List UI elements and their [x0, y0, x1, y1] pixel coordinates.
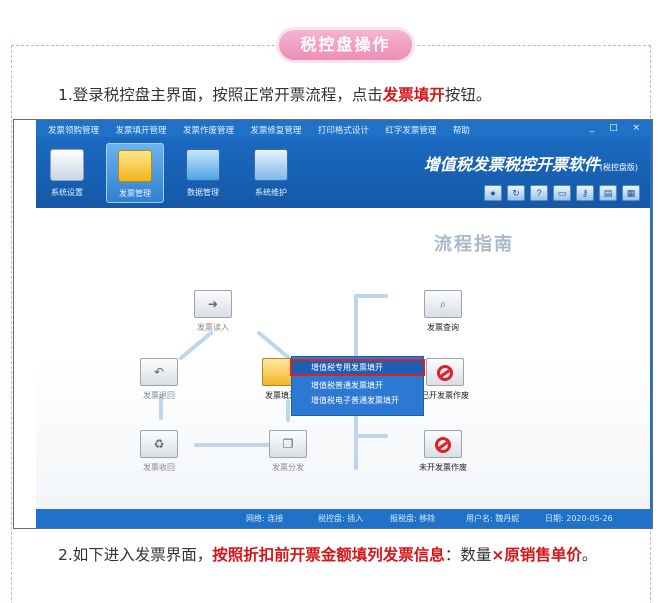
- menu-item-print-format[interactable]: 打印格式设计: [317, 126, 369, 136]
- app-title-text: 增值税发票税控开票软件: [423, 155, 600, 174]
- calc-icon[interactable]: ▦: [622, 185, 640, 201]
- section-title: 税控盘操作: [279, 30, 412, 60]
- toolbar-label: 系统设置: [51, 188, 83, 197]
- invoice-return-icon: ↶: [140, 358, 178, 386]
- void-icon: [426, 358, 464, 386]
- settings-icon: [50, 149, 84, 181]
- node-invoice-query[interactable]: ⌕ 发票查询: [424, 290, 462, 333]
- quick-icons: ● ↻? ▭ ⚷ ▤ ▦: [479, 183, 640, 201]
- node-label: 发票分发: [272, 463, 304, 472]
- refresh-icon[interactable]: ↻: [507, 185, 525, 201]
- step-2-times: ×: [491, 546, 505, 564]
- menu-normal-invoice-fill[interactable]: 增值税普通发票填开: [311, 381, 383, 390]
- invoice-read-icon: ➜: [194, 290, 232, 318]
- search-icon: ⌕: [424, 290, 462, 318]
- node-unissued-void[interactable]: 未开发票作废: [419, 430, 467, 473]
- maintenance-icon: [254, 149, 288, 181]
- user-icon[interactable]: ●: [484, 185, 502, 201]
- step-1-prefix: 1.登录税控盘主界面，按照正常开票流程，点击: [58, 86, 383, 104]
- main-toolbar: 系统设置 发票管理 数据管理 系统维护 增值税发票税控开票软件(税控盘版) ● ↻…: [36, 137, 652, 208]
- void-icon: [424, 430, 462, 458]
- menu-electronic-invoice-fill[interactable]: 增值税电子普通发票填开: [311, 396, 399, 405]
- step-2-highlight-1: 按照折扣前开票金额填列发票信息: [212, 546, 445, 564]
- flow-guide-area: 流程指南 ➜ 发票读入 ↶ 发票退回 ♻ 发票收回: [36, 208, 652, 509]
- node-label: 已开发票作废: [421, 391, 469, 400]
- status-date: 日期: 2020-05-26: [545, 514, 613, 523]
- menu-item-help[interactable]: 帮助: [452, 126, 470, 136]
- folder-icon[interactable]: ▤: [599, 185, 617, 201]
- step-2-text: 2.如下进入发票界面，按照折扣前开票金额填列发票信息：数量×原销售单价。: [22, 544, 652, 566]
- step-1-text: 1.登录税控盘主界面，按照正常开票流程，点击发票填开按钮。: [58, 84, 648, 106]
- menu-bar: 发票领购管理 发票填开管理 发票作废管理 发票修复管理 打印格式设计 红字发票管…: [36, 120, 652, 137]
- toolbar-invoice-management[interactable]: 发票管理: [106, 143, 164, 203]
- toolbar-label: 数据管理: [187, 188, 219, 197]
- toolbar-label: 系统维护: [255, 188, 287, 197]
- help-icon[interactable]: ?: [530, 185, 548, 201]
- node-label: 发票读入: [197, 323, 229, 332]
- app-subtitle: (税控盘版): [599, 163, 638, 172]
- menu-item-repair[interactable]: 发票修复管理: [250, 126, 302, 136]
- invoice-icon: [118, 150, 152, 182]
- menu-item-void[interactable]: 发票作废管理: [182, 126, 234, 136]
- step-1-suffix: 按钮。: [444, 86, 492, 104]
- step-1-highlight: 发票填开: [382, 86, 445, 104]
- node-invoice-read[interactable]: ➜ 发票读入: [194, 290, 232, 333]
- flow-guide-title: 流程指南: [434, 234, 514, 255]
- node-label: 发票填开: [265, 391, 297, 400]
- app-title: 增值税发票税控开票软件(税控盘版): [424, 151, 638, 175]
- node-label: 发票收回: [143, 463, 175, 472]
- step-2-highlight-2: 原销售单价: [504, 546, 582, 564]
- menu-item-fill[interactable]: 发票填开管理: [115, 126, 167, 136]
- software-screenshot: 发票领购管理 发票填开管理 发票作废管理 发票修复管理 打印格式设计 红字发票管…: [13, 119, 653, 529]
- node-invoice-distribute[interactable]: ❐ 发票分发: [269, 430, 307, 473]
- invoice-distribute-icon: ❐: [269, 430, 307, 458]
- step-2-end: 。: [581, 546, 598, 564]
- invoice-fill-popup-menu: 增值税专用发票填开 增值税普通发票填开 增值税电子普通发票填开: [290, 356, 425, 416]
- recycle-icon: ♻: [140, 430, 178, 458]
- node-issued-void[interactable]: 已开发票作废: [421, 358, 469, 401]
- step-2-prefix: 2.如下进入发票界面，: [58, 546, 213, 564]
- toolbar-system-maintenance[interactable]: 系统维护: [242, 143, 300, 203]
- status-network: 网络: 连接: [246, 514, 284, 523]
- menu-special-invoice-fill[interactable]: 增值税专用发票填开: [290, 359, 425, 376]
- toolbar-data-management[interactable]: 数据管理: [174, 143, 232, 203]
- status-report-disk: 报税盘: 移除: [390, 514, 436, 523]
- menu-item-purchase[interactable]: 发票领购管理: [48, 126, 100, 136]
- status-tax-disk: 税控盘: 插入: [318, 514, 364, 523]
- node-label: 未开发票作废: [419, 463, 467, 472]
- window-buttons[interactable]: _ □ ×: [589, 123, 646, 133]
- status-user: 用户名: 魏丹妮: [466, 514, 520, 523]
- key-icon[interactable]: ⚷: [576, 185, 594, 201]
- node-label: 发票查询: [427, 323, 459, 332]
- window-icon[interactable]: ▭: [553, 185, 571, 201]
- toolbar-system-settings[interactable]: 系统设置: [38, 143, 96, 203]
- toolbar-label: 发票管理: [119, 189, 151, 198]
- node-invoice-return[interactable]: ↶ 发票退回: [140, 358, 178, 401]
- window-edge: [650, 120, 652, 528]
- data-icon: [186, 149, 220, 181]
- node-label: 发票退回: [143, 391, 175, 400]
- menu-item-red-invoice[interactable]: 红字发票管理: [385, 126, 437, 136]
- step-2-middle: ：数量: [444, 546, 492, 564]
- status-bar: 网络: 连接 税控盘: 插入 报税盘: 移除 用户名: 魏丹妮 日期: 2020…: [36, 509, 652, 528]
- node-invoice-recover[interactable]: ♻ 发票收回: [140, 430, 178, 473]
